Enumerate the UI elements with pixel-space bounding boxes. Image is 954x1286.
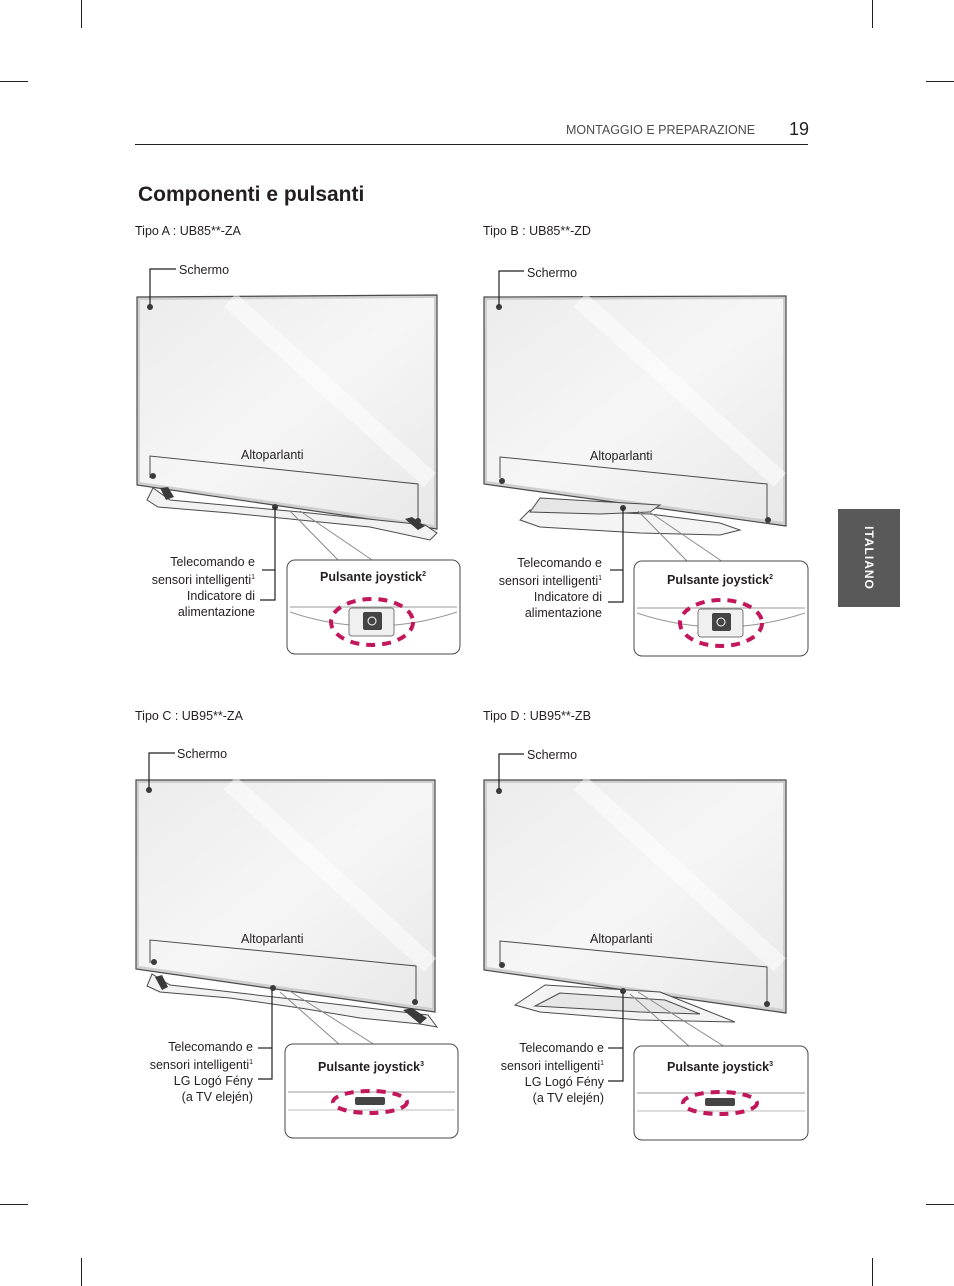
header-rule [135, 144, 808, 145]
crop-mark [926, 1204, 954, 1205]
tv-b-illustration [483, 270, 809, 657]
crop-mark [872, 1258, 873, 1286]
tv-a-illustration [136, 268, 461, 655]
type-label-a: Tipo A : UB85**-ZA [135, 224, 241, 238]
joystick-label-b: Pulsante joystick2 [667, 573, 774, 588]
speakers-label-c: Altoparlanti [241, 932, 304, 946]
section-title: MONTAGGIO E PREPARAZIONE [566, 123, 756, 137]
crop-mark [0, 1204, 28, 1205]
type-label-b: Tipo B : UB85**-ZD [483, 224, 591, 238]
tv-d-illustration [483, 753, 809, 1141]
callout-c: Telecomando e sensori intelligenti1 LG L… [149, 1040, 253, 1105]
callout-d: Telecomando e sensori intelligenti1 LG L… [500, 1041, 604, 1106]
joystick-label-d: Pulsante joystick3 [667, 1060, 774, 1075]
crop-mark [0, 81, 28, 82]
tv-c-illustration [135, 752, 459, 1139]
speakers-label-b: Altoparlanti [590, 449, 653, 463]
screen-label-b: Schermo [527, 266, 578, 280]
joystick-label-c: Pulsante joystick3 [318, 1060, 425, 1075]
speakers-label-a: Altoparlanti [241, 448, 304, 462]
page-title: Componenti e pulsanti [138, 183, 365, 206]
screen-label-d: Schermo [527, 748, 578, 762]
language-tab: ITALIANO [838, 509, 900, 607]
crop-mark [81, 1258, 82, 1286]
crop-mark [926, 81, 954, 82]
joystick-label-a: Pulsante joystick2 [320, 570, 427, 585]
type-label-d: Tipo D : UB95**-ZB [483, 709, 591, 723]
type-label-c: Tipo C : UB95**-ZA [135, 709, 243, 723]
crop-mark [872, 0, 873, 28]
page-number: 19 [789, 119, 810, 139]
crop-mark [81, 0, 82, 28]
callout-a: Telecomando e sensori intelligenti1 Indi… [151, 555, 255, 620]
callout-b: Telecomando e sensori intelligenti1 Indi… [498, 556, 602, 621]
speakers-label-d: Altoparlanti [590, 932, 653, 946]
screen-label-a: Schermo [179, 263, 230, 277]
screen-label-c: Schermo [177, 747, 228, 761]
